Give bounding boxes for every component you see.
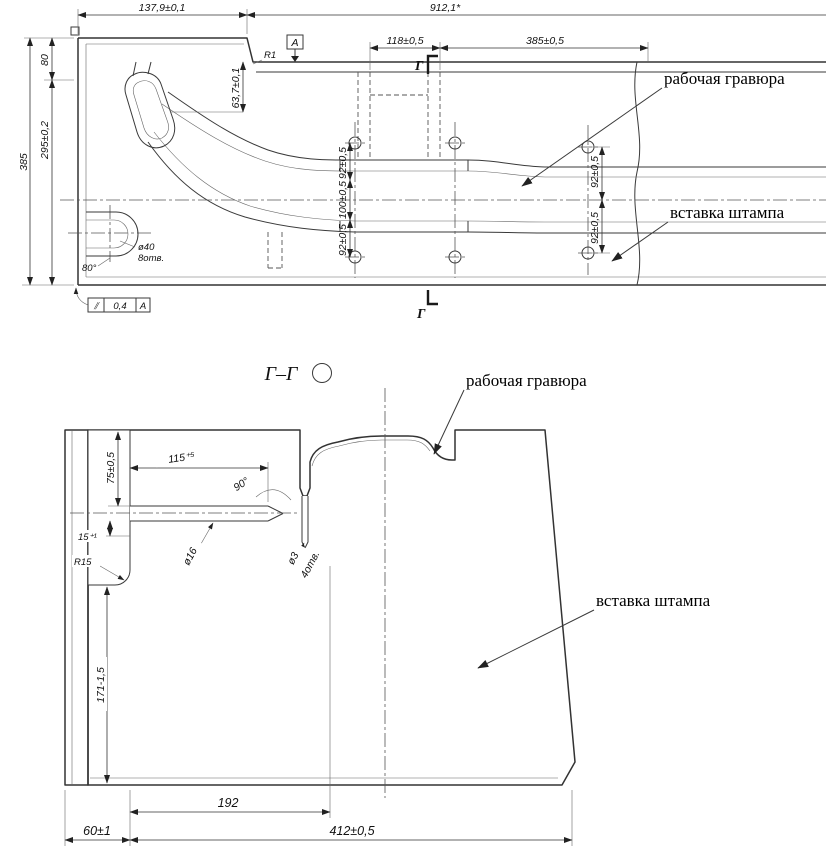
label-die-insert-section: вставка штампа [596, 591, 711, 610]
dimensions: 137,9±0,1 912,1* 118±0,5 385±0,5 80 295±… [18, 2, 826, 286]
top-view-drawing: 137,9±0,1 912,1* 118±0,5 385±0,5 80 295±… [18, 2, 826, 322]
fcf-datum: А [139, 301, 146, 312]
dim-92d: 92±0,5 [589, 212, 601, 244]
dim-92b: 92±0,5 [337, 224, 349, 256]
fcf-value: 0,4 [113, 301, 126, 312]
callout-labels: рабочая гравюра вставка штампа [521, 69, 785, 262]
dim-r1: R1 [264, 50, 276, 61]
insert-body [87, 429, 576, 786]
angle-arc-90 [255, 489, 292, 501]
dim-912: 912,1* [430, 2, 461, 14]
dim-171: 171-1,5 [95, 667, 107, 703]
dim-92c: 92±0,5 [589, 156, 601, 188]
dim-295: 295±0,2 [39, 121, 51, 160]
dim-60: 60±1 [83, 824, 111, 838]
dim-angle-80: 80° [82, 263, 97, 274]
dim-r15: R15 [74, 557, 92, 568]
dim-385-left: 385 [18, 153, 30, 171]
datum-flag: А [286, 34, 304, 62]
section-letter-top: Г [414, 59, 424, 74]
impression-hook-outer [124, 71, 176, 149]
dim-15: 15⁺¹ [78, 532, 97, 543]
label-die-insert: вставка штампа [670, 203, 785, 222]
datum-letter: А [290, 37, 298, 49]
break-line [634, 61, 641, 286]
datum-triangle [291, 56, 299, 62]
dim-oval-dia: ø40 [138, 242, 155, 253]
die-insert-section [87, 429, 576, 786]
centerlines [60, 122, 826, 278]
label-working-engraving-section: рабочая гравюра [466, 371, 587, 390]
hole-d16 [130, 506, 283, 521]
plan-outline [70, 26, 826, 286]
dim-115: 115⁺⁵ [168, 450, 197, 466]
fcf-symbol: ⫽ [93, 301, 100, 312]
section-symbol-circle [312, 363, 332, 383]
oval-slot [86, 211, 139, 257]
section-dimensions: 75±0,5 115⁺⁵ 90° 15⁺¹ R15 ø16 [64, 431, 573, 846]
section-letter-bottom: Г [416, 307, 426, 322]
engraving-inner-contour [311, 439, 431, 467]
dim-75: 75±0,5 [105, 452, 117, 484]
dim-192: 192 [218, 796, 239, 810]
dim-137: 137,9±0,1 [139, 2, 186, 14]
section-view-drawing: Г–Г 75±0,5 [64, 363, 711, 846]
dim-385-top: 385±0,5 [526, 35, 564, 47]
dim-637: 63,7±0,1 [230, 68, 242, 109]
dim-80: 80 [39, 54, 51, 66]
engraving-channel [124, 61, 826, 234]
dim-412: 412±0,5 [329, 824, 374, 838]
hole-d3 [302, 496, 308, 548]
section-cut-marks: Г Г [414, 54, 438, 322]
section-title: Г–Г [264, 363, 299, 385]
corner-mark [70, 26, 80, 36]
hidden-lines [267, 72, 441, 269]
section-title-group: Г–Г [264, 363, 332, 385]
dim-oval-count: 8отв. [138, 253, 164, 264]
section-centerlines [70, 388, 386, 798]
section-callout-labels: рабочая гравюра вставка штампа [433, 371, 711, 669]
backing-strip [64, 429, 89, 786]
holes [130, 489, 309, 550]
dim-d3: ø3 [285, 550, 301, 567]
flatness-frame: ⫽ 0,4 А [73, 287, 151, 313]
dim-118: 118±0,5 [386, 35, 423, 47]
impression-hook-inner [132, 80, 169, 140]
dim-92a: 92±0,5 [337, 147, 349, 179]
label-working-engraving: рабочая гравюра [664, 69, 785, 88]
dim-100: 100±0,5 [337, 181, 349, 219]
